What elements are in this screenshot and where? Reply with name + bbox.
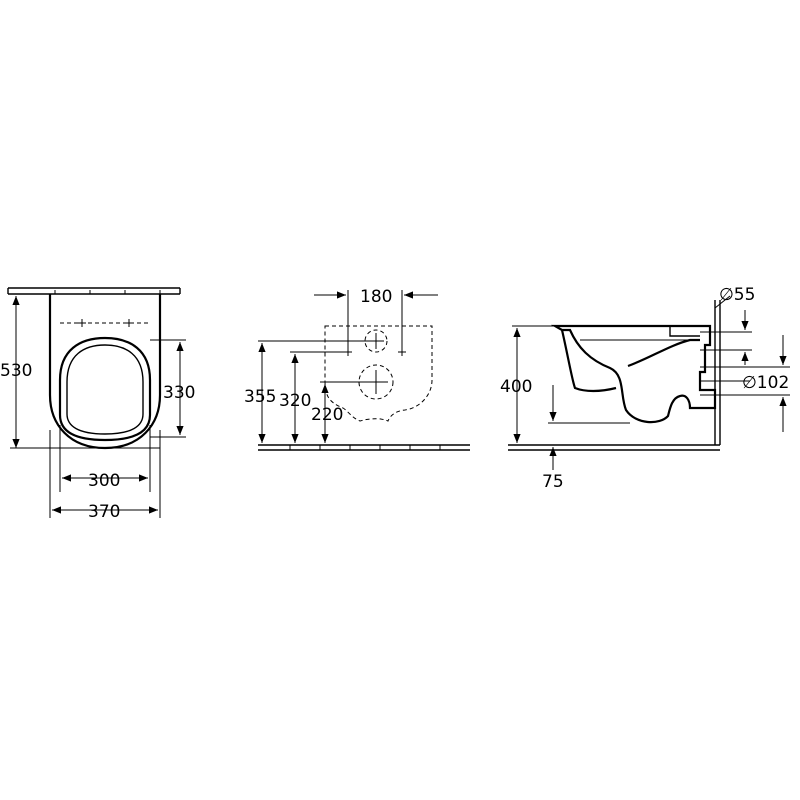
dim-outlet-diameter: ∅102 <box>742 373 789 393</box>
bowl-outline <box>48 294 162 450</box>
dim-370: 370 <box>88 502 120 522</box>
dim-220: 220 <box>311 405 343 425</box>
dim-300: 300 <box>88 471 120 491</box>
dim-inlet-diameter: ∅55 <box>719 285 755 305</box>
dim-330: 330 <box>163 383 195 403</box>
dim-400: 400 <box>500 377 532 397</box>
dim-530: 530 <box>0 361 32 381</box>
side-view: 400 75 ∅55 ∅102 <box>500 285 790 492</box>
dim-320: 320 <box>279 391 311 411</box>
dim-355: 355 <box>244 387 276 407</box>
wall-view: 180 355 320 220 <box>244 287 470 451</box>
seat-outline <box>58 336 152 442</box>
top-view: 530 330 300 370 <box>0 287 195 522</box>
dim-75: 75 <box>542 472 564 492</box>
bowl-profile <box>550 324 717 424</box>
dim-180: 180 <box>360 287 392 307</box>
bowl-back-outline <box>324 325 433 422</box>
